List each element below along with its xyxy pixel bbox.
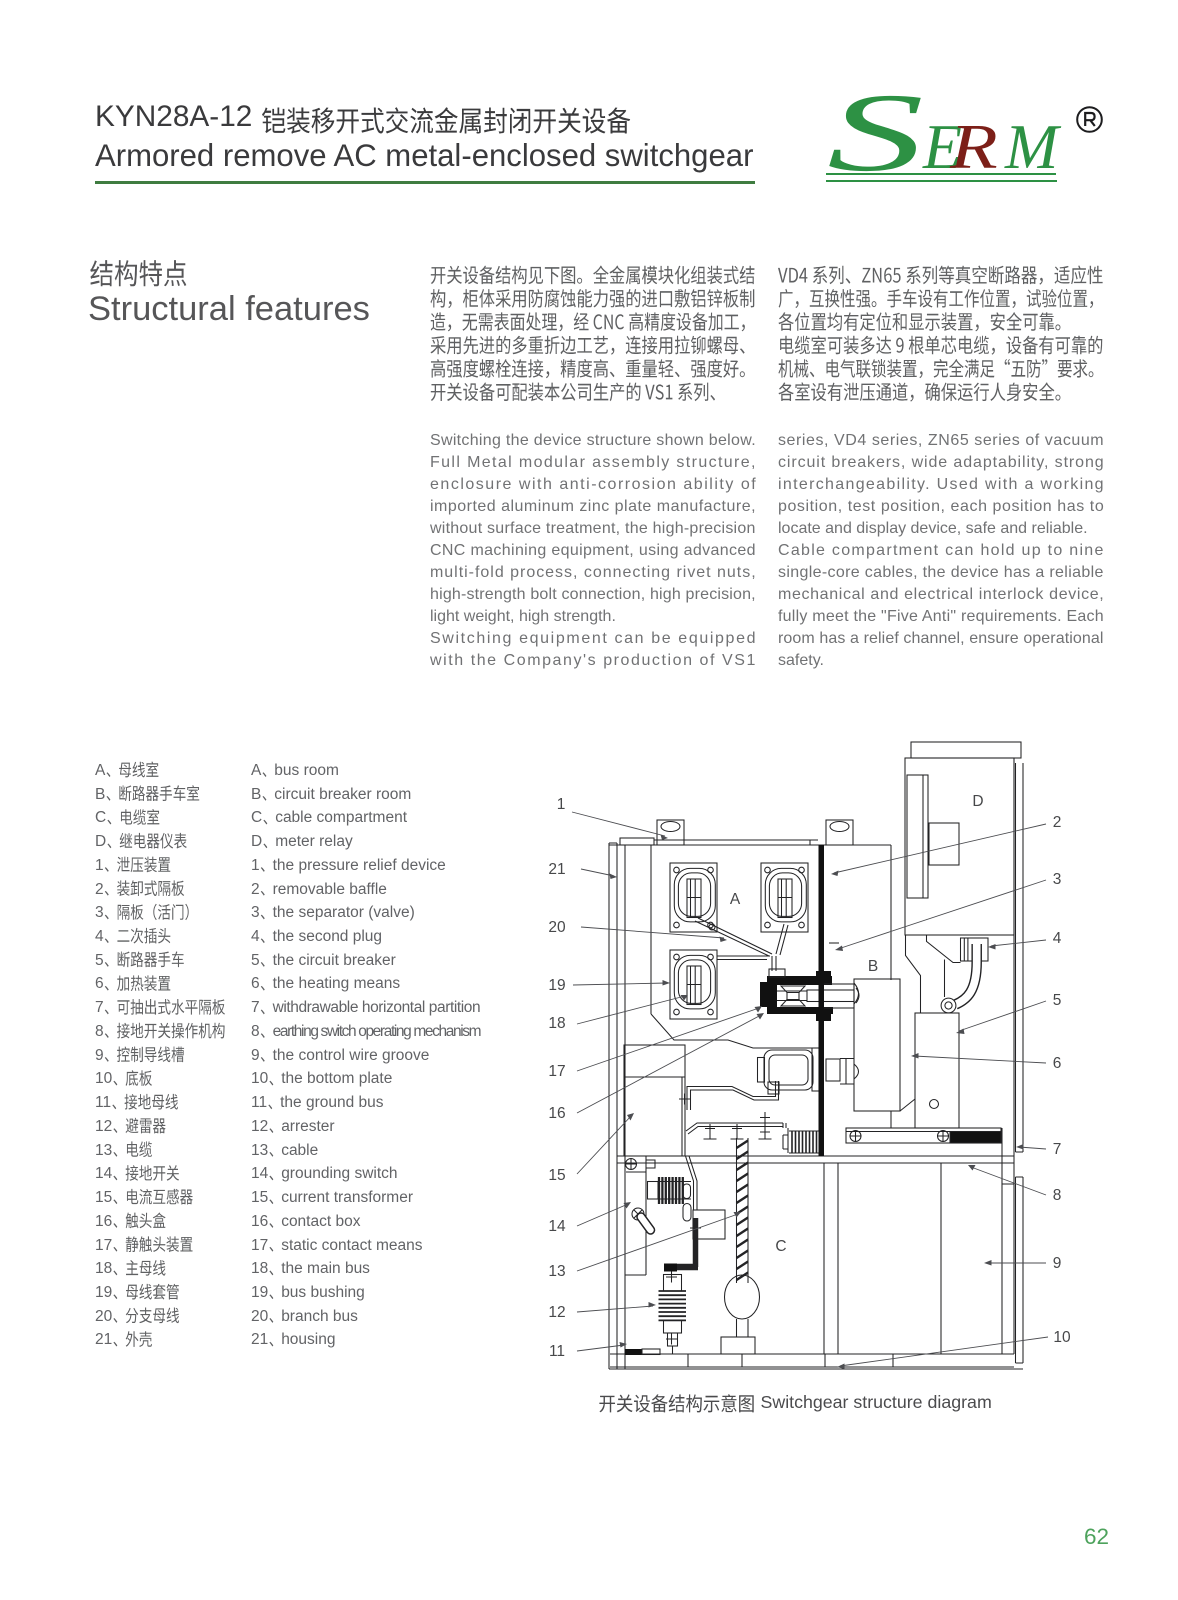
- svg-text:3: 3: [1053, 871, 1062, 888]
- svg-text:C: C: [775, 1238, 786, 1255]
- svg-text:5: 5: [1053, 992, 1062, 1009]
- svg-text:15: 15: [548, 1167, 565, 1184]
- svg-text:B: B: [868, 958, 878, 975]
- svg-text:12: 12: [548, 1304, 565, 1321]
- svg-text:16: 16: [548, 1105, 565, 1122]
- svg-text:9: 9: [1053, 1255, 1062, 1272]
- svg-text:2: 2: [1053, 814, 1062, 831]
- svg-text:20: 20: [548, 919, 566, 936]
- svg-text:11: 11: [549, 1343, 565, 1360]
- svg-text:D: D: [972, 793, 983, 810]
- svg-text:10: 10: [1053, 1329, 1071, 1346]
- svg-text:19: 19: [548, 977, 565, 994]
- svg-text:13: 13: [548, 1263, 565, 1280]
- svg-text:14: 14: [548, 1218, 566, 1235]
- svg-text:21: 21: [548, 861, 565, 878]
- svg-text:8: 8: [1053, 1187, 1062, 1204]
- svg-text:17: 17: [548, 1063, 565, 1080]
- svg-text:1: 1: [557, 796, 566, 813]
- svg-text:A: A: [730, 891, 741, 908]
- svg-text:7: 7: [1053, 1141, 1062, 1158]
- svg-text:6: 6: [1053, 1055, 1062, 1072]
- svg-text:4: 4: [1053, 930, 1062, 947]
- svg-text:18: 18: [548, 1015, 565, 1032]
